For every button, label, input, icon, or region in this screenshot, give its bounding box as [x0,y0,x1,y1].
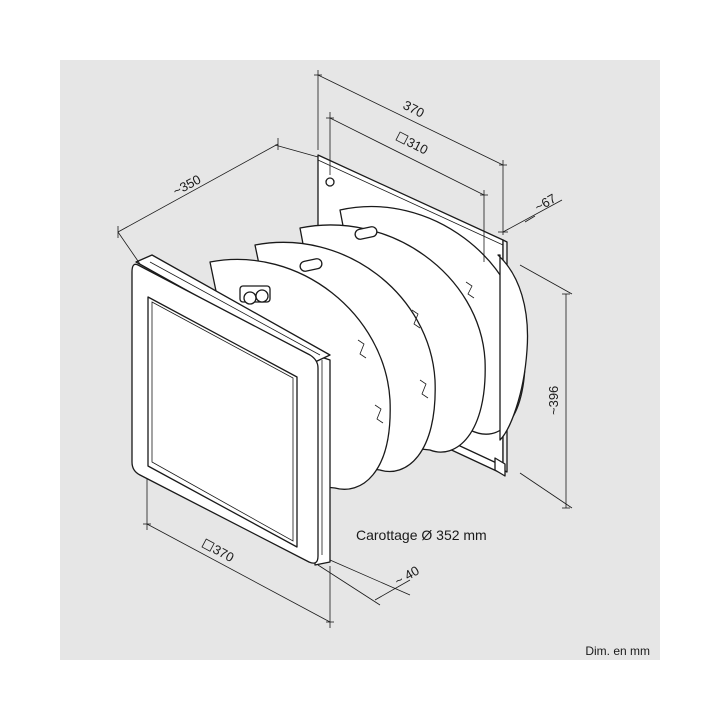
front-depth-label: ~ 40 [392,563,422,589]
mounting-hole [325,177,335,187]
height-label: ~396 [546,386,561,415]
plate-offset-label: ~67 [532,191,559,215]
cylinder-body [209,205,529,490]
core-drilling-note: Carottage Ø 352 mm [356,527,487,543]
dimension-front-depth: ~ 40 [317,559,422,606]
square-symbol [395,131,409,145]
front-cover [131,254,331,566]
dimension-plate-offset: ~67 [498,191,563,233]
hole-spacing-label: 310 [404,134,430,157]
front-width-label: 370 [210,542,236,565]
dimension-height: ~396 [519,264,573,509]
square-symbol [201,538,215,552]
units-note: Dim. en mm [585,644,650,658]
